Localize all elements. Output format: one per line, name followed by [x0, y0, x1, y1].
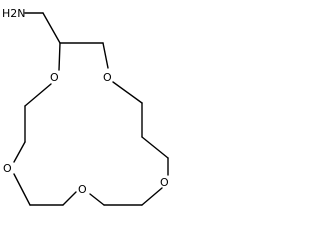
oxygen-label: O [3, 162, 12, 175]
ring-bond [13, 173, 31, 206]
ring-bond [13, 141, 26, 163]
ring-bond [24, 83, 52, 107]
ring-bond [141, 136, 169, 159]
oxygen-label: O [103, 71, 112, 84]
bond-ch2-ch [42, 12, 61, 44]
ring-bond [141, 187, 163, 206]
oxygen-label: O [78, 183, 87, 196]
ring-bond [112, 81, 143, 104]
amine-label: H2N [2, 7, 26, 20]
oxygen-label: O [160, 176, 169, 189]
ring-bond [102, 42, 109, 69]
oxygen-label: O [50, 71, 59, 84]
ring-bond [58, 42, 61, 71]
chemical-structure: H2N O O O O O [2, 7, 169, 206]
ring-bond [89, 193, 105, 206]
ring-bond [62, 191, 77, 206]
